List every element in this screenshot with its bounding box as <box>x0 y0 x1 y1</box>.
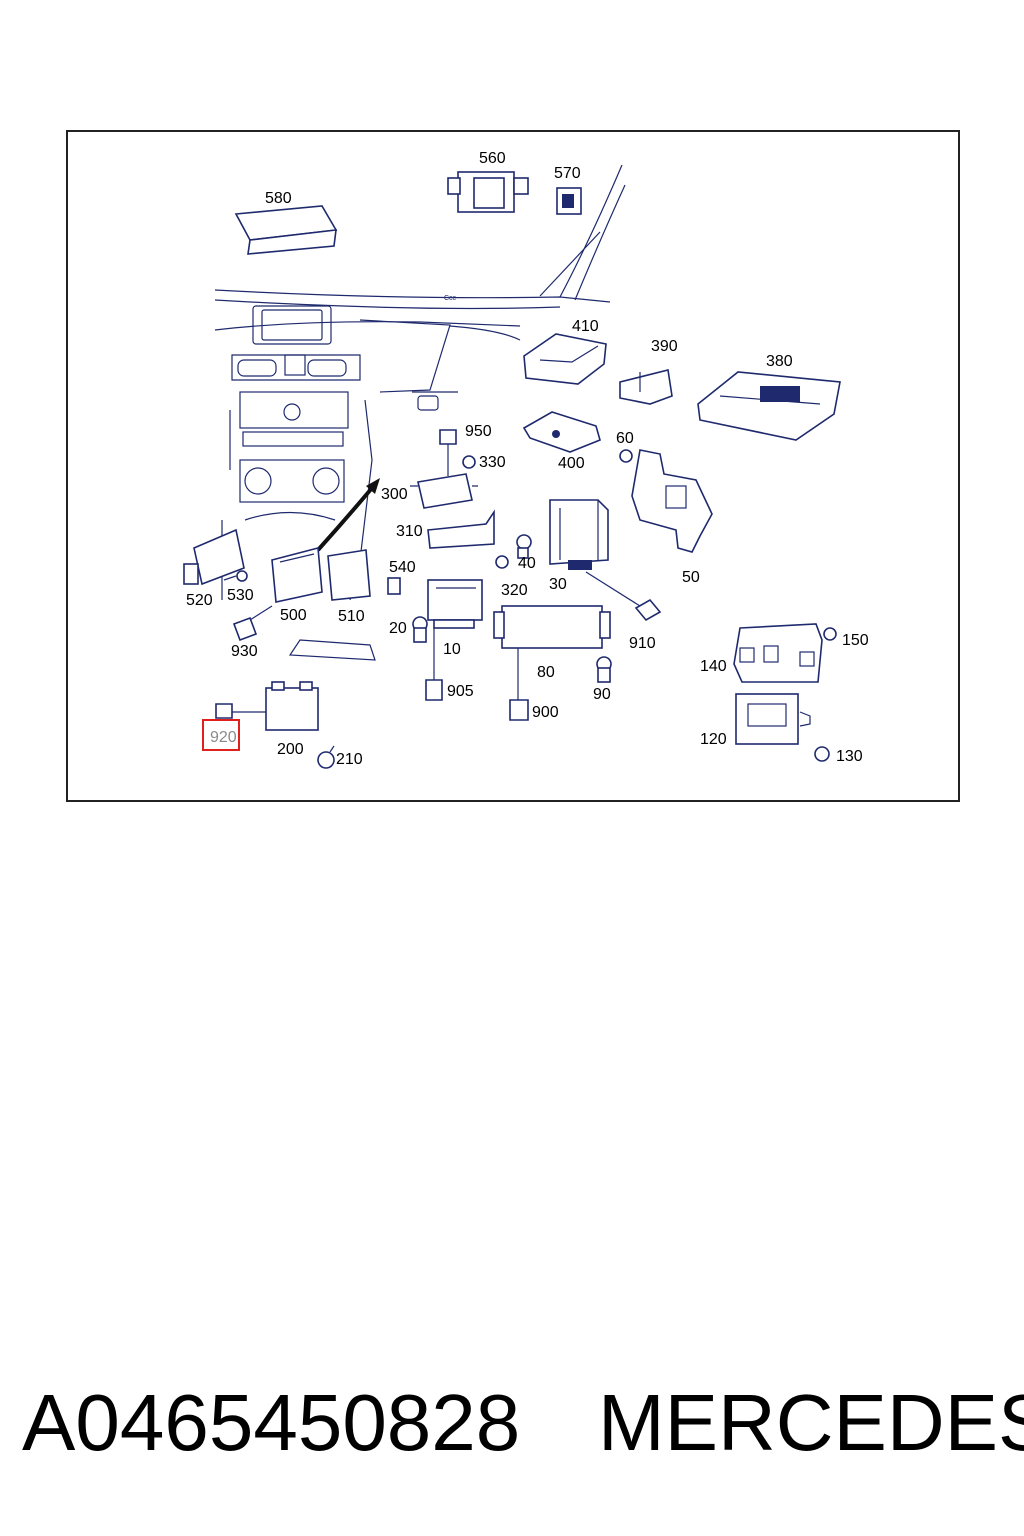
callout-labels: 560 570 580 410 390 380 950 330 400 60 3… <box>186 150 869 768</box>
callout-310: 310 <box>396 523 423 540</box>
part-400 <box>522 411 601 453</box>
part-60 <box>619 449 633 463</box>
callout-560: 560 <box>479 150 506 167</box>
callout-90: 90 <box>593 686 611 703</box>
callout-140: 140 <box>700 658 727 675</box>
pointer-arrow <box>316 486 374 552</box>
callout-510: 510 <box>338 608 365 625</box>
part-570 <box>556 187 582 215</box>
callout-60: 60 <box>616 430 634 447</box>
callout-80: 80 <box>537 664 555 681</box>
part-410 <box>523 333 607 385</box>
part-560 <box>447 171 529 213</box>
dashboard-stamp: Ccc <box>444 295 457 302</box>
part-320 <box>495 555 509 569</box>
callout-150: 150 <box>842 632 869 649</box>
part-580 <box>234 205 338 255</box>
callout-910: 910 <box>629 635 656 652</box>
callout-530: 530 <box>227 587 254 604</box>
connector-line-930 <box>249 605 273 621</box>
callout-210: 210 <box>336 751 363 768</box>
callout-500: 500 <box>280 607 307 624</box>
callout-10: 10 <box>443 641 461 658</box>
footer: A0465450828 MERCEDES <box>0 1378 1024 1468</box>
callout-400: 400 <box>558 455 585 472</box>
callout-520: 520 <box>186 592 213 609</box>
part-10 <box>427 579 483 629</box>
part-900 <box>509 699 529 721</box>
callout-200: 200 <box>277 741 304 758</box>
part-30 <box>549 499 609 570</box>
connector-line-910 <box>585 571 641 607</box>
part-90 <box>596 656 612 683</box>
callout-900: 900 <box>532 704 559 721</box>
part-930 <box>232 616 258 642</box>
callout-120: 120 <box>700 731 727 748</box>
callout-50: 50 <box>682 569 700 586</box>
dashboard-outline <box>214 164 626 661</box>
callout-330: 330 <box>479 454 506 471</box>
callout-905: 905 <box>447 683 474 700</box>
part-950 <box>439 429 457 476</box>
callout-40: 40 <box>518 555 536 572</box>
part-120 <box>735 693 811 745</box>
part-330 <box>462 455 476 469</box>
part-200 <box>265 681 319 731</box>
part-510 <box>327 549 371 601</box>
part-50 <box>631 449 713 553</box>
callout-930: 930 <box>231 643 258 660</box>
callout-540: 540 <box>389 559 416 576</box>
part-210 <box>317 745 335 769</box>
callout-380: 380 <box>766 353 793 370</box>
callout-20: 20 <box>389 620 407 637</box>
callout-920: 920 <box>210 729 237 746</box>
part-390 <box>619 369 673 405</box>
part-20 <box>412 616 428 643</box>
part-520 <box>183 528 245 586</box>
part-540 <box>387 577 401 595</box>
callout-390: 390 <box>651 338 678 355</box>
part-905 <box>425 679 443 701</box>
part-80 <box>493 605 611 700</box>
callout-300: 300 <box>381 486 408 503</box>
part-300 <box>410 473 478 509</box>
callout-320: 320 <box>501 582 528 599</box>
callout-410: 410 <box>572 318 599 335</box>
pointer-arrow-head <box>366 478 380 494</box>
callout-130: 130 <box>836 748 863 765</box>
part-500 <box>271 546 323 603</box>
part-140 <box>733 623 823 683</box>
callout-580: 580 <box>265 190 292 207</box>
callout-950: 950 <box>465 423 492 440</box>
part-number: A0465450828 <box>22 1378 521 1467</box>
part-530 <box>223 570 248 582</box>
part-130 <box>814 746 830 762</box>
part-380 <box>697 371 841 441</box>
part-150 <box>823 627 837 641</box>
part-910 <box>634 598 662 622</box>
highlight-box <box>202 719 240 751</box>
diagram-frame <box>66 130 960 802</box>
part-40 <box>516 534 532 559</box>
brand-name: MERCEDES <box>598 1378 1024 1467</box>
part-310 <box>427 509 495 549</box>
part-920 <box>215 703 233 719</box>
callout-570: 570 <box>554 165 581 182</box>
callout-30: 30 <box>549 576 567 593</box>
